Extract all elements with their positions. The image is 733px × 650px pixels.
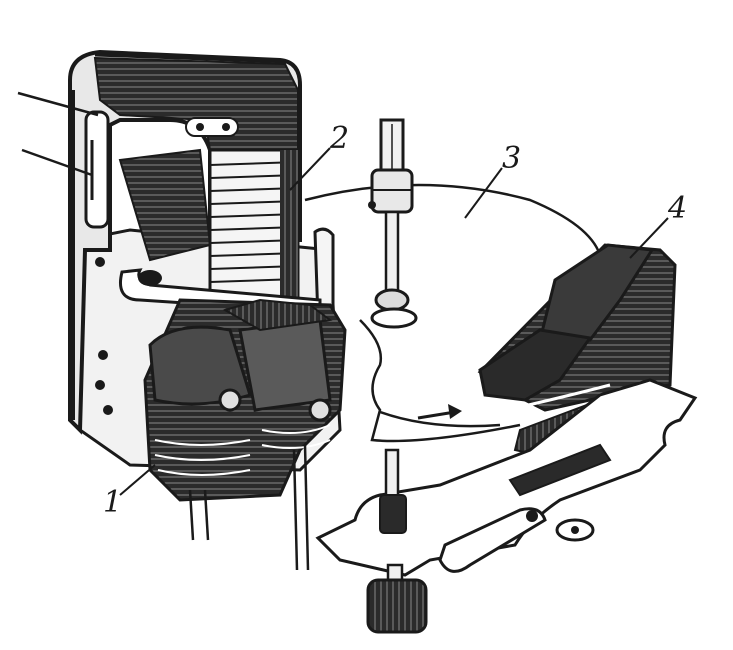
adjusting-nut <box>366 578 428 634</box>
leader-line-3 <box>464 167 503 219</box>
callout-3: 3 <box>502 141 521 176</box>
callout-2: 2 <box>329 121 349 156</box>
base-bracket <box>315 378 698 634</box>
voltage-electromagnet <box>17 49 342 472</box>
callout-1: 1 <box>103 485 122 520</box>
disk-outline <box>304 183 602 256</box>
aluminium-disk <box>304 183 602 443</box>
disk-spindle <box>368 118 418 329</box>
leader-line-4 <box>629 217 669 259</box>
current-electromagnet <box>143 298 347 571</box>
lead-wire-1 <box>17 91 99 117</box>
rotation-arrow <box>417 404 462 420</box>
leader-line-1 <box>119 464 156 496</box>
callouts: 1 2 3 4 <box>103 121 687 520</box>
callout-4: 4 <box>667 191 687 226</box>
leader-line-2 <box>289 147 331 191</box>
lead-wire-2 <box>21 148 93 177</box>
voltage-coil-windings <box>208 148 300 302</box>
